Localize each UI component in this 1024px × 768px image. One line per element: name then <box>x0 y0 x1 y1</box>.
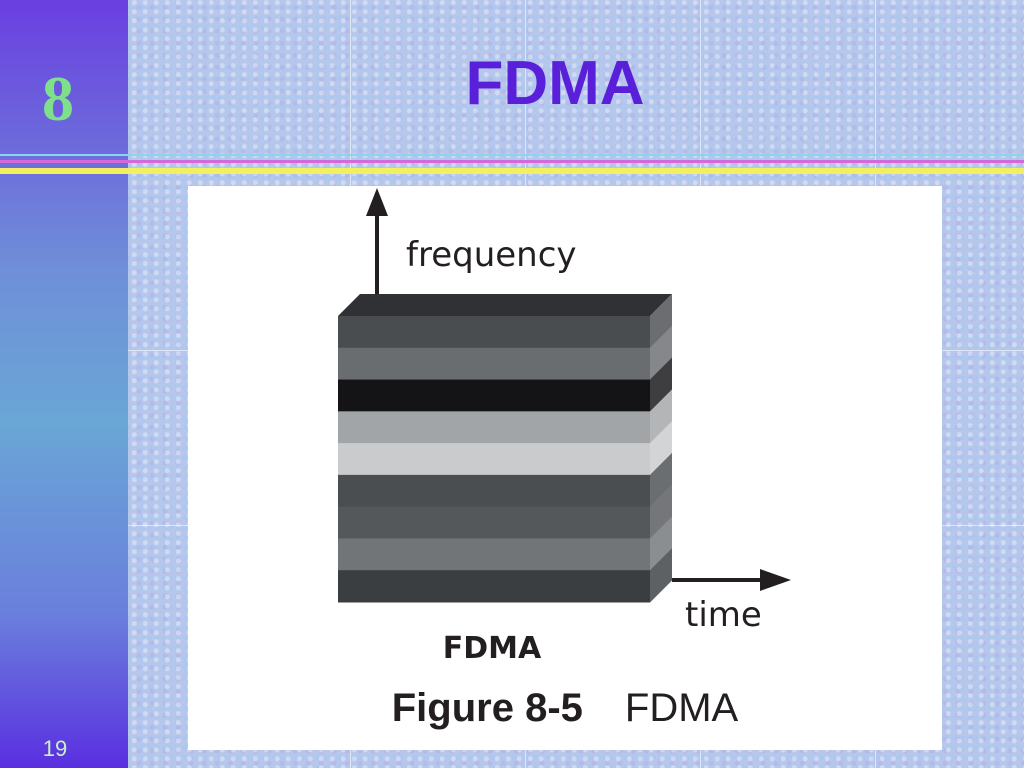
frequency-band <box>338 443 650 476</box>
title-divider-pink <box>0 160 1024 163</box>
frequency-band <box>338 411 650 444</box>
time-axis-arrowhead <box>760 569 791 591</box>
frequency-axis-label: frequency <box>406 235 577 275</box>
diagram-label: FDMA <box>443 631 542 666</box>
frequency-band-side <box>650 516 672 571</box>
frequency-band <box>338 379 650 412</box>
title-divider-cyan <box>0 154 1024 156</box>
frequency-band <box>338 316 650 349</box>
frequency-band-side <box>650 294 672 349</box>
frequency-band <box>338 538 650 571</box>
slide-title: FDMA <box>465 49 645 118</box>
frequency-axis-arrowhead <box>366 188 388 216</box>
frequency-bands <box>338 294 672 603</box>
frequency-band-side <box>650 325 672 381</box>
frequency-band-side <box>650 421 672 476</box>
frequency-band-side <box>650 389 672 444</box>
frequency-band <box>338 347 650 381</box>
chapter-number: 8 <box>42 63 74 134</box>
frequency-band <box>338 506 650 539</box>
frequency-band <box>338 474 650 508</box>
left-sidebar-bar <box>0 0 128 768</box>
frequency-band <box>338 570 650 603</box>
figure-caption-text: FDMA <box>624 686 739 730</box>
fdma-diagram: frequency time FDMA <box>338 188 791 666</box>
frequency-band-side <box>650 548 672 603</box>
frequency-band-side <box>650 452 672 508</box>
frequency-band-side <box>650 357 672 412</box>
figure-caption: Figure 8-5 FDMA <box>188 686 942 731</box>
block-top-face <box>338 294 672 316</box>
title-divider-yellow <box>0 168 1024 174</box>
time-axis-label: time <box>685 595 762 635</box>
figure-caption-number: Figure 8-5 <box>391 686 583 730</box>
slide-number: 19 <box>42 736 68 761</box>
frequency-band-side <box>650 484 672 539</box>
fdma-figure: frequency time FDMA Figure 8-5 FDMA <box>188 186 942 750</box>
